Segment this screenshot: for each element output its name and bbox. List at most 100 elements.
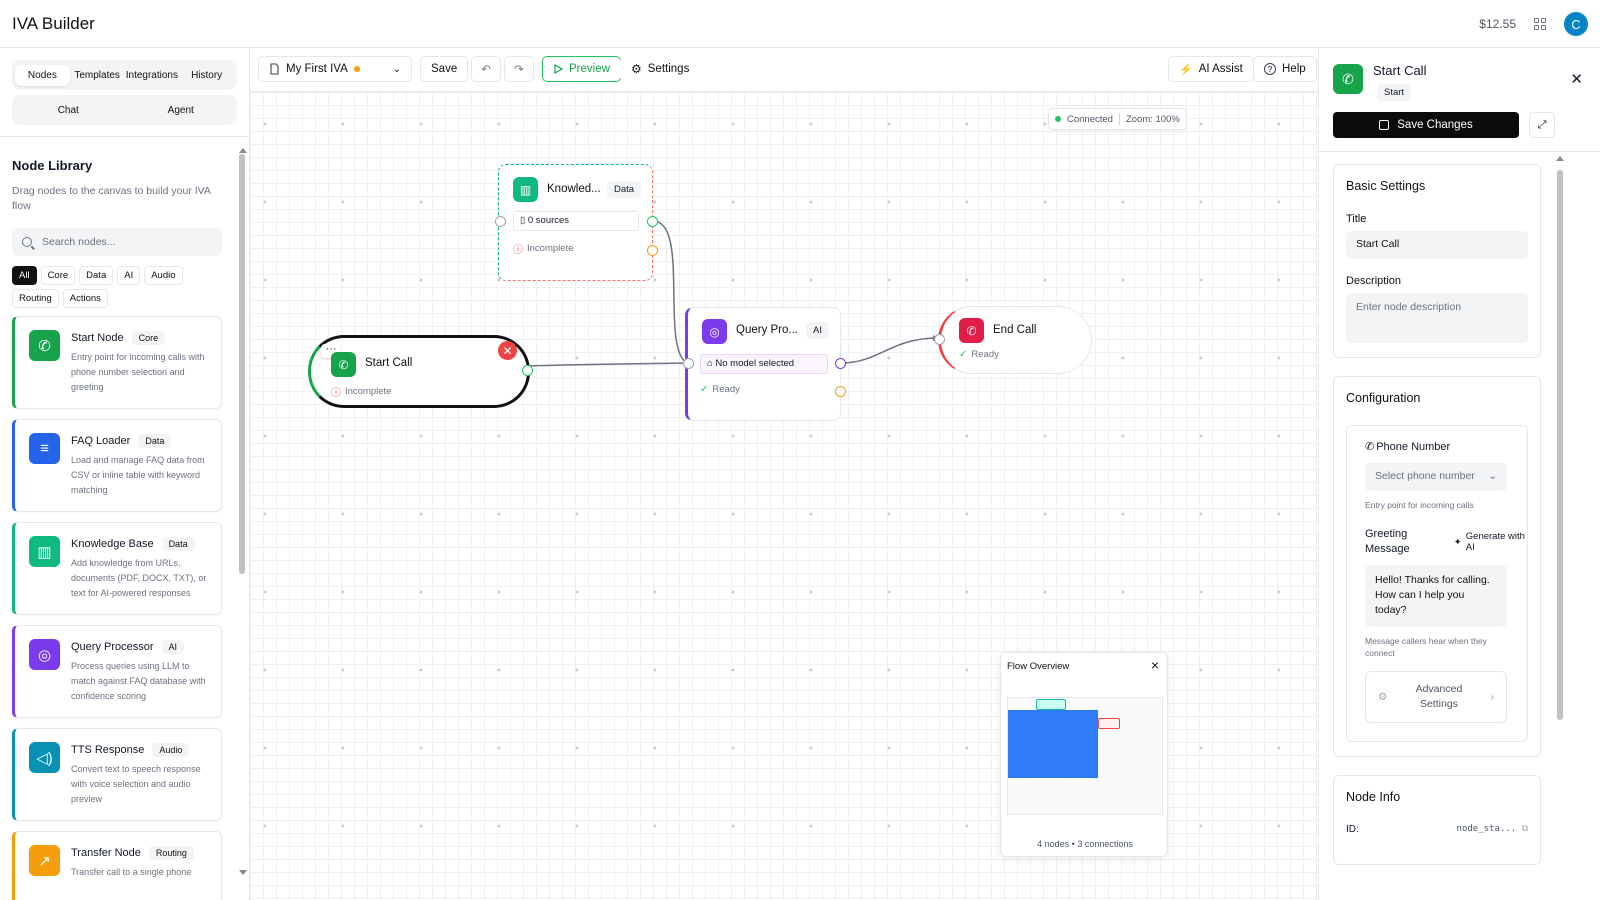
phone-number-select[interactable]: Select phone number ⌄	[1365, 463, 1507, 491]
input-port[interactable]	[495, 216, 506, 227]
output-port[interactable]	[522, 365, 533, 376]
input-port[interactable]	[683, 358, 694, 369]
tab-agent[interactable]: Agent	[167, 104, 194, 116]
chevron-down-icon: ⌄	[1488, 470, 1497, 482]
tab-integrations[interactable]: Integrations	[125, 69, 178, 81]
filter-chips: All Core Data AI Audio Routing Actions	[12, 266, 232, 308]
filter-audio[interactable]: Audio	[144, 266, 183, 285]
card-description: Load and manage FAQ data from CSV or inl…	[71, 455, 205, 495]
brain-icon: ◎	[702, 319, 727, 344]
card-name: Knowledge Base	[71, 538, 154, 550]
sidebar-scrollbar[interactable]	[239, 154, 245, 574]
settings-button[interactable]: ⚙ Settings	[620, 56, 701, 82]
save-button[interactable]: Save	[420, 56, 469, 82]
end-call-node[interactable]: ✆ End Call ✓ Ready	[938, 306, 1092, 374]
connection-start-query[interactable]	[527, 362, 688, 367]
query-processor-node[interactable]: ◎ Query Pro... AI ⌂ No model selected ✓ …	[685, 307, 841, 421]
input-port[interactable]	[934, 334, 945, 345]
preview-button[interactable]: Preview	[542, 56, 621, 82]
balance-display[interactable]: $12.55	[1479, 17, 1516, 31]
node-title: End Call	[993, 324, 1037, 336]
minimap[interactable]	[1007, 697, 1163, 815]
delete-node-icon[interactable]: ✕	[498, 341, 517, 360]
panel-scrollbar[interactable]	[1557, 170, 1563, 720]
copy-icon[interactable]: ⧉	[1521, 824, 1528, 834]
start-config-card: ✆ Phone Number Select phone number ⌄ Ent…	[1346, 425, 1528, 742]
search-icon	[22, 237, 32, 247]
tab-templates[interactable]: Templates	[74, 69, 120, 81]
top-bar: IVA Builder $12.55 C	[0, 0, 1600, 48]
book-icon: ▥	[513, 177, 538, 202]
apps-grid-icon[interactable]	[1534, 18, 1546, 30]
mode-tabs: Chat Agent	[12, 95, 237, 125]
save-changes-button[interactable]: Save Changes	[1333, 112, 1519, 138]
scroll-down-arrow[interactable]	[239, 870, 247, 875]
help-label: Help	[1282, 63, 1306, 75]
phone-off-icon: ✆	[959, 318, 984, 343]
scroll-up-arrow[interactable]	[239, 148, 247, 153]
tab-history[interactable]: History	[191, 69, 223, 81]
filter-data[interactable]: Data	[79, 266, 114, 285]
greeting-row: Greeting Message ✦ Generate with AI	[1365, 527, 1535, 557]
ai-assist-button[interactable]: ⚡ AI Assist	[1168, 56, 1254, 82]
description-input[interactable]: Enter node description	[1346, 293, 1528, 343]
filter-routing[interactable]: Routing	[12, 289, 59, 308]
magic-wand-icon: ⚡	[1179, 63, 1193, 76]
undo-icon[interactable]: ↶	[471, 56, 501, 82]
expand-icon[interactable]: ⤢	[1529, 112, 1555, 138]
model-field[interactable]: ⌂ No model selected	[700, 354, 828, 374]
node-status: ⓘ Incomplete	[513, 241, 573, 256]
knowledge-base-node[interactable]: ▥ Knowled... Data ▯ 0 sources ⓘ Incomple…	[498, 164, 653, 281]
search-input[interactable]: Search nodes...	[12, 228, 222, 256]
flow-selector[interactable]: My First IVA ⌄	[258, 56, 412, 82]
sidebar-tabs: Nodes Templates Integrations History	[12, 60, 237, 90]
close-icon[interactable]: ✕	[1570, 71, 1583, 88]
help-button[interactable]: ? Help	[1253, 56, 1317, 82]
card-title-row: Knowledge Base Data	[71, 537, 195, 551]
minimap-viewport[interactable]	[1008, 710, 1098, 778]
card-tag: Data	[161, 537, 195, 551]
card-name: Transfer Node	[71, 847, 141, 859]
sparkles-icon: ✦	[1453, 536, 1462, 548]
save-changes-label: Save Changes	[1397, 119, 1473, 131]
generate-ai-button[interactable]: ✦ Generate with AI	[1454, 531, 1535, 553]
greeting-message-input[interactable]: Hello! Thanks for calling. How can I hel…	[1365, 565, 1507, 627]
start-call-node[interactable]: ··· ✆ Start Call ⓘ Incomplete ✕	[308, 335, 530, 408]
greeting-label: Greeting Message	[1365, 528, 1410, 555]
tab-chat[interactable]: Chat	[57, 104, 79, 116]
scroll-up-arrow[interactable]	[1556, 156, 1564, 161]
card-description: Convert text to speech response with voi…	[71, 764, 201, 804]
card-description: Transfer call to a single phone	[71, 867, 192, 877]
status-text: Connected	[1067, 113, 1113, 125]
close-icon[interactable]: ×	[1150, 657, 1159, 673]
section-title: Node Info	[1346, 790, 1401, 804]
tab-nodes[interactable]: Nodes	[15, 64, 70, 86]
database-icon: ≡	[29, 433, 60, 464]
title-input[interactable]: Start Call	[1346, 231, 1528, 259]
connections-layer	[527, 220, 939, 367]
connection-knowledge-query[interactable]	[652, 220, 688, 364]
filter-core[interactable]: Core	[40, 266, 76, 285]
filter-actions[interactable]: Actions	[62, 289, 108, 308]
advanced-settings-button[interactable]: ⚙ Advanced Settings ›	[1365, 671, 1507, 723]
filter-ai[interactable]: AI	[117, 266, 141, 285]
redo-icon[interactable]: ↷	[504, 56, 534, 82]
secondary-output-port[interactable]	[647, 245, 658, 256]
output-port[interactable]	[647, 216, 658, 227]
avatar[interactable]: C	[1564, 12, 1588, 36]
secondary-output-port[interactable]	[835, 386, 846, 397]
sources-field[interactable]: ▯ 0 sources	[513, 211, 639, 231]
filter-all[interactable]: All	[12, 266, 37, 285]
help-icon: ?	[1264, 63, 1276, 75]
connection-query-end[interactable]	[840, 337, 939, 364]
canvas-area: My First IVA ⌄ Save ↶ ↷ Preview ⚙ Settin…	[250, 48, 1318, 900]
output-port[interactable]	[835, 358, 846, 369]
title-label: Title	[1346, 213, 1367, 225]
